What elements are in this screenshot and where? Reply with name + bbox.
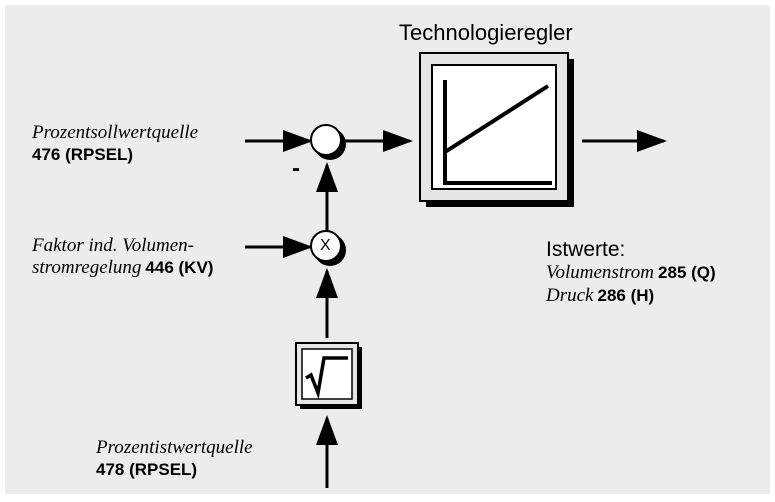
sqrt-box bbox=[295, 342, 362, 409]
ramp-characteristic-icon bbox=[443, 80, 552, 185]
multiplier-junction bbox=[310, 230, 346, 266]
actual-values-heading: Istwerte: bbox=[546, 238, 626, 261]
factor-param: 446 (KV) bbox=[145, 258, 214, 277]
actual-source-param: 478 (RPSEL) bbox=[96, 460, 198, 479]
pressure-label: Druck bbox=[546, 285, 594, 306]
actual-values-block: Istwerte: Volumenstrom 285 (Q) Druck 286… bbox=[546, 238, 716, 308]
background-panel bbox=[5, 5, 770, 494]
factor-name-line2: stromregelung bbox=[32, 257, 142, 278]
factor-name-line1: Faktor ind. Volumen- bbox=[32, 235, 195, 256]
summing-junction bbox=[310, 124, 346, 160]
setpoint-source-name: Prozentsollwertquelle bbox=[32, 122, 199, 143]
setpoint-source-param: 476 (RPSEL) bbox=[32, 145, 134, 164]
minus-sign: - bbox=[292, 155, 300, 182]
flow-label: Volumenstrom bbox=[546, 262, 655, 283]
flow-param: 285 (Q) bbox=[658, 263, 716, 282]
actual-source-name: Prozentistwertquelle bbox=[96, 437, 253, 458]
setpoint-source-label: Prozentsollwertquelle 476 (RPSEL) bbox=[32, 122, 198, 166]
pressure-param: 286 (H) bbox=[597, 286, 655, 305]
controller-title: Technologieregler bbox=[399, 20, 573, 45]
actual-source-label: Prozentistwertquelle 478 (RPSEL) bbox=[96, 437, 253, 481]
multiply-symbol: X bbox=[320, 237, 331, 254]
factor-label: Faktor ind. Volumen- stromregelung 446 (… bbox=[32, 235, 213, 280]
controller-box bbox=[419, 52, 574, 207]
square-root-icon bbox=[305, 356, 348, 400]
